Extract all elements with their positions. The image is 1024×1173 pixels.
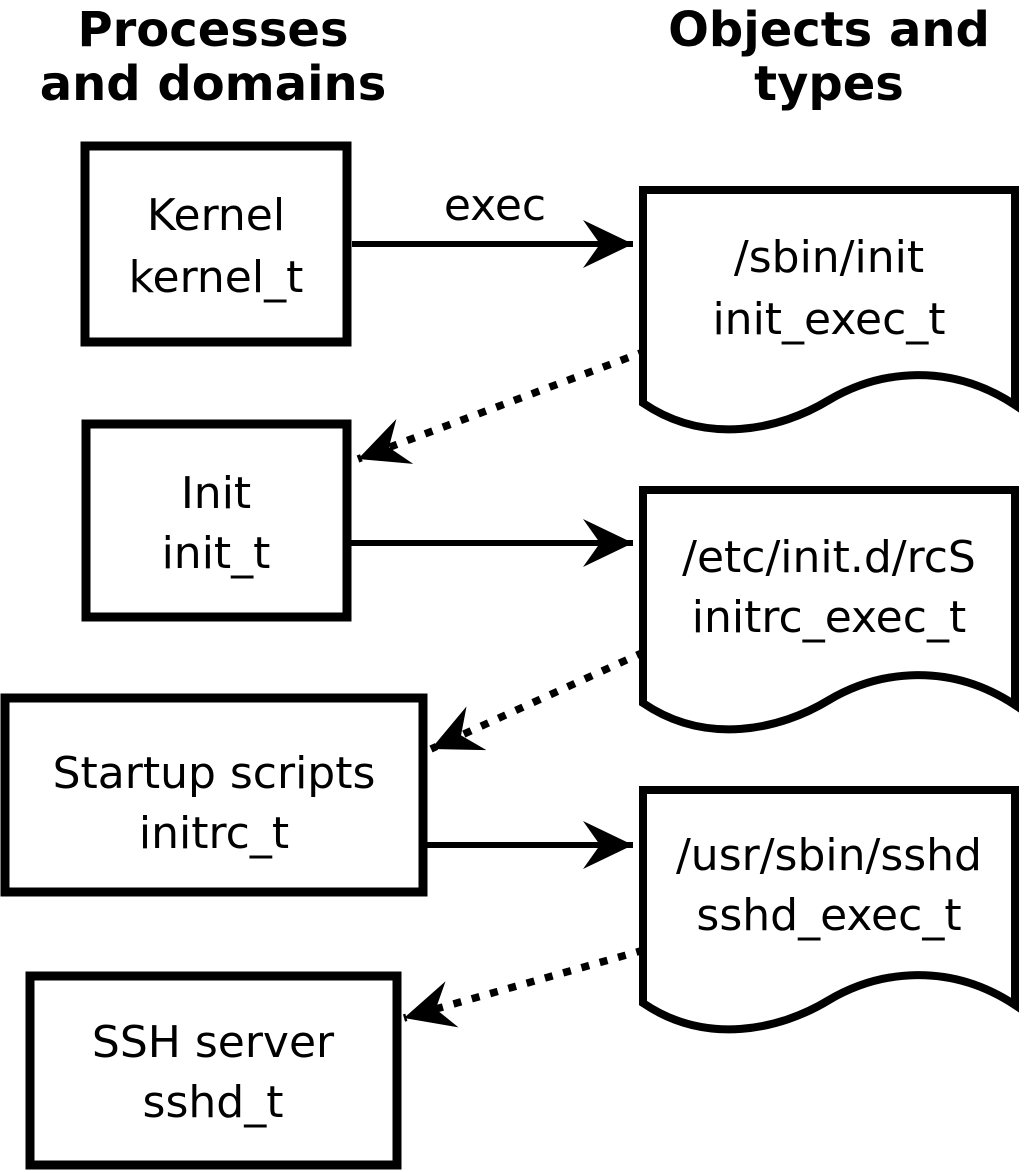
object-doc-sbin-init-shape — [639, 186, 1019, 434]
column-headers: Processes and domains Objects and types — [40, 2, 990, 112]
process-box-ssh-server-domain: sshd_t — [143, 1077, 284, 1128]
process-box-init: Init init_t — [81, 419, 352, 622]
dotted-arrow-sshd-to-sshserver — [402, 946, 646, 1028]
object-doc-etc-initd-rcs-shape — [639, 486, 1019, 734]
process-box-kernel: Kernel kernel_t — [80, 141, 352, 347]
dotted-arrow-rcs-to-startup — [429, 648, 646, 753]
process-box-kernel-name: Kernel — [147, 190, 285, 241]
dotted-arrow-sbin-init-to-init — [356, 347, 648, 464]
left-header-line1: Processes — [77, 2, 348, 58]
object-doc-etc-initd-rcs: /etc/init.d/rcS initrc_exec_t — [639, 486, 1019, 734]
process-box-ssh-server-name: SSH server — [92, 1017, 335, 1068]
process-box-startup-scripts: Startup scripts initrc_t — [0, 693, 428, 897]
left-header-line2: and domains — [40, 56, 387, 112]
object-doc-sbin-init-path: /sbin/init — [734, 232, 924, 283]
process-box-ssh-server-rect — [25, 971, 402, 1170]
object-doc-usr-sbin-sshd: /usr/sbin/sshd sshd_exec_t — [639, 786, 1019, 1034]
process-box-startup-scripts-rect — [0, 693, 428, 897]
process-box-kernel-domain: kernel_t — [129, 252, 304, 303]
dotted-transition-arrows — [356, 347, 648, 1028]
process-box-init-domain: init_t — [162, 528, 271, 579]
process-box-kernel-rect — [80, 141, 352, 347]
object-doc-sbin-init: /sbin/init init_exec_t — [639, 186, 1019, 434]
process-box-init-name: Init — [181, 468, 251, 519]
object-doc-sbin-init-type: init_exec_t — [712, 294, 945, 345]
object-doc-usr-sbin-sshd-type: sshd_exec_t — [696, 890, 961, 941]
exec-arrow-label: exec — [444, 180, 546, 231]
object-doc-etc-initd-rcs-type: initrc_exec_t — [692, 592, 966, 643]
object-doc-usr-sbin-sshd-shape — [639, 786, 1019, 1034]
right-header-line2: types — [754, 56, 904, 112]
right-header-line1: Objects and — [668, 2, 990, 58]
object-doc-etc-initd-rcs-path: /etc/init.d/rcS — [682, 532, 976, 583]
process-box-startup-scripts-domain: initrc_t — [139, 808, 289, 859]
process-box-startup-scripts-name: Startup scripts — [53, 748, 376, 799]
solid-exec-arrows: exec — [351, 180, 633, 869]
process-box-init-rect — [81, 419, 352, 622]
process-box-ssh-server: SSH server sshd_t — [25, 971, 402, 1170]
object-doc-usr-sbin-sshd-path: /usr/sbin/sshd — [676, 830, 982, 881]
